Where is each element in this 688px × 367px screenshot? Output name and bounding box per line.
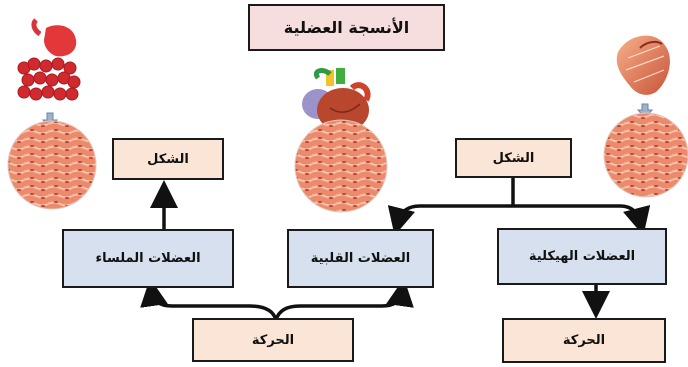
feature-box-movement-bottom: الحركة xyxy=(192,318,354,362)
diagram-title: الأنسجة العضلية xyxy=(248,4,445,51)
muscle-box-smooth: العضلات الملساء xyxy=(62,229,234,288)
feature-box-shape-left: الشكل xyxy=(112,138,224,180)
arrow-shape-to-cardiac xyxy=(387,204,513,236)
arrow-movement-to-cardiac xyxy=(274,278,414,321)
feature-box-movement-right: الحركة xyxy=(502,318,666,363)
muscle-box-skeletal: العضلات الهيكلية xyxy=(497,228,667,285)
skeletal-tissue-image xyxy=(603,112,688,198)
feature-box-shape-center: الشكل xyxy=(455,138,572,178)
arrow-movement-to-smooth xyxy=(140,278,278,321)
arm-muscle-icon xyxy=(616,35,670,95)
smooth-tissue-image xyxy=(7,120,97,210)
muscle-box-cardiac: العضلات القلبية xyxy=(287,229,434,288)
cardiac-tissue-image xyxy=(294,119,388,213)
arrow-shape-to-skeletal xyxy=(513,204,651,236)
stomach-intestine-icon xyxy=(17,18,81,101)
